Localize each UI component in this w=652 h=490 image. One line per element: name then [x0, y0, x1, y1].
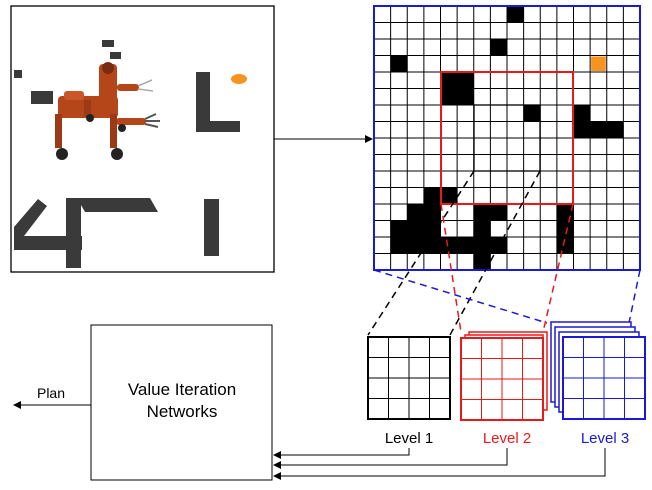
obstacle-cell: [507, 6, 524, 23]
scene-panel: [10, 5, 275, 273]
obstacle-cell: [473, 253, 491, 270]
obstacle-cell: [390, 237, 408, 254]
obstacle-cell: [556, 237, 574, 254]
vin-box: Value Iteration Networks: [90, 324, 273, 481]
obstacle-cell: [556, 220, 574, 237]
obstacle-cell: [440, 72, 458, 89]
level3-region-outline: [373, 5, 641, 271]
obstacle-cell: [556, 204, 574, 221]
level3-feature-map-stack: [550, 321, 646, 420]
obstacle-cell: [440, 187, 458, 204]
projection-lines: [367, 170, 641, 336]
grid-obstacles: [390, 6, 624, 270]
obstacle-cell: [423, 187, 441, 204]
obstacle-cell: [590, 121, 607, 138]
vin-title-line1: Value Iteration: [128, 380, 236, 399]
level-to-vin-arrows: [273, 448, 606, 480]
level3-label: Level 3: [581, 430, 629, 447]
plan-label: Plan: [37, 385, 65, 401]
obstacle-cell: [523, 105, 541, 122]
obstacle-cell: [390, 220, 408, 237]
level2-label: Level 2: [483, 430, 531, 447]
grid-lines: [374, 6, 640, 270]
obstacle-cell: [573, 105, 591, 122]
obstacle-cell: [423, 220, 441, 237]
obstacle-cell: [440, 237, 458, 254]
level1-feature-map: [367, 336, 451, 420]
vin-title-line2: Networks: [147, 402, 218, 421]
level2-region-outline: [440, 71, 574, 205]
goal-marker: [231, 74, 247, 84]
obstacle-cell: [606, 121, 624, 138]
obstacle-cell: [423, 204, 441, 221]
obstacle-cell: [457, 72, 474, 89]
obstacle-cell: [457, 237, 474, 254]
obstacle-cell: [390, 55, 408, 72]
obstacle-cell: [473, 237, 491, 254]
obstacle-cell: [490, 204, 507, 221]
scene-walls: [14, 40, 240, 268]
obstacle-cell: [473, 220, 491, 237]
obstacle-cell: [440, 88, 458, 105]
obstacle-cell: [407, 204, 424, 221]
obstacle-cell: [407, 220, 424, 237]
occupancy-grid: [373, 5, 641, 271]
obstacle-cell: [573, 121, 591, 138]
obstacle-cell: [473, 204, 491, 221]
obstacle-cell: [457, 88, 474, 105]
level2-feature-map-stack: [460, 331, 548, 421]
obstacle-cell: [490, 39, 507, 56]
goal-cell: [591, 56, 606, 71]
level1-label: Level 1: [385, 430, 433, 447]
obstacle-cell: [423, 237, 441, 254]
level1-region-outline: [473, 104, 541, 172]
robot-image: [55, 62, 160, 160]
obstacle-cell: [407, 237, 424, 254]
